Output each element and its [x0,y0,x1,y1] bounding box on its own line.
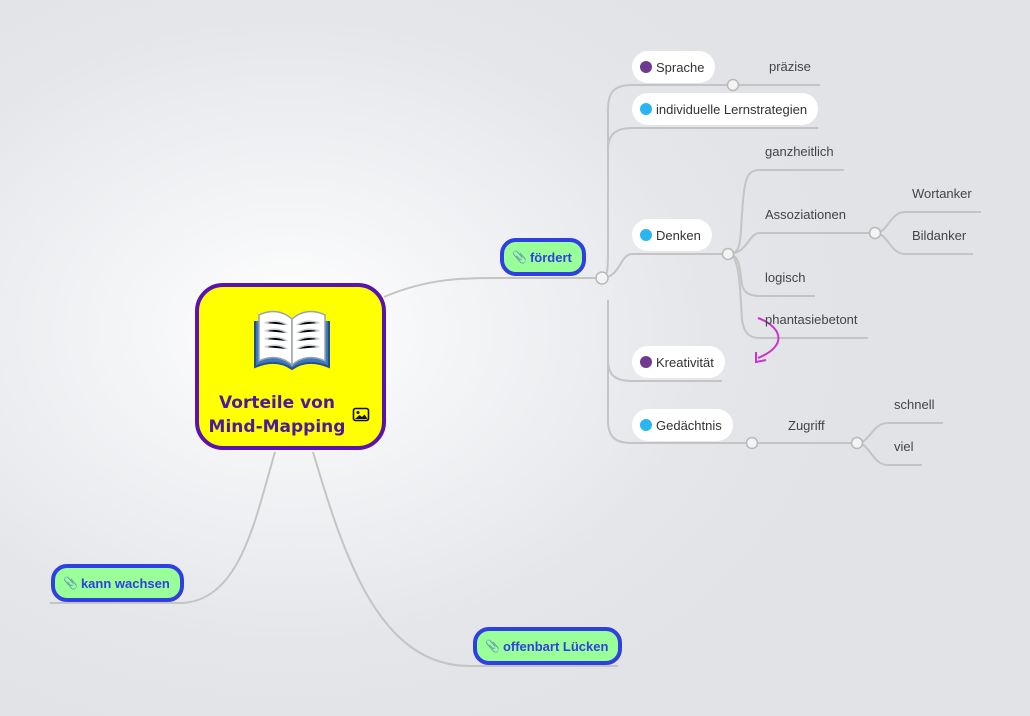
leaf-logisch[interactable]: logisch [765,270,806,285]
relation-arrow [757,317,780,359]
dot-marker-icon [640,61,652,73]
subtopic-lernstrategien[interactable]: individuelle Lernstrategien [632,93,819,125]
leaf-bildanker[interactable]: Bildanker [912,228,967,243]
subtopic-kreativitaet[interactable]: Kreativität [632,346,725,378]
leaf-viel[interactable]: viel [894,439,914,454]
dot-marker-icon [640,356,652,368]
paperclip-icon: 📎 [485,639,500,653]
collapse-handle [726,78,740,92]
book-icon [254,310,330,371]
collapse-handle [721,247,735,261]
dot-marker-icon [640,419,652,431]
dot-marker-icon [640,103,652,115]
collapse-handle [745,436,759,450]
branch-label: offenbart Lücken [502,638,609,654]
branch-label: fördert [529,249,572,265]
leaf-wortanker[interactable]: Wortanker [912,186,972,201]
branch-kann-wachsen[interactable]: 📎 kann wachsen [51,564,184,602]
leaf-schnell[interactable]: schnell [894,397,935,412]
subtopic-denken[interactable]: Denken [632,219,712,251]
subtopic-sprache[interactable]: Sprache [632,51,716,83]
dot-marker-icon [640,229,652,241]
collapse-handle [595,271,609,285]
branch-offenbart-luecken[interactable]: 📎 offenbart Lücken [473,627,623,665]
image-icon[interactable] [352,407,370,422]
leaf-assoziationen[interactable]: Assoziationen [765,207,846,222]
collapse-handle [850,436,864,450]
leaf-ganzheitlich[interactable]: ganzheitlich [765,144,834,159]
branch-label: kann wachsen [80,575,170,591]
leaf-zugriff[interactable]: Zugriff [788,418,825,433]
paperclip-icon: 📎 [63,576,78,590]
leaf-phantasiebetont[interactable]: phantasiebetont [765,312,858,327]
leaf-praezise[interactable]: präzise [769,59,811,74]
central-topic[interactable]: Vorteile von Mind-Mapping [195,283,386,450]
central-topic-title: Vorteile von Mind-Mapping [208,393,346,437]
subtopic-gedaechtnis[interactable]: Gedächtnis [632,409,733,441]
branch-foerdert[interactable]: 📎 fördert [500,238,586,276]
collapse-handle [868,226,882,240]
paperclip-icon: 📎 [512,250,527,264]
